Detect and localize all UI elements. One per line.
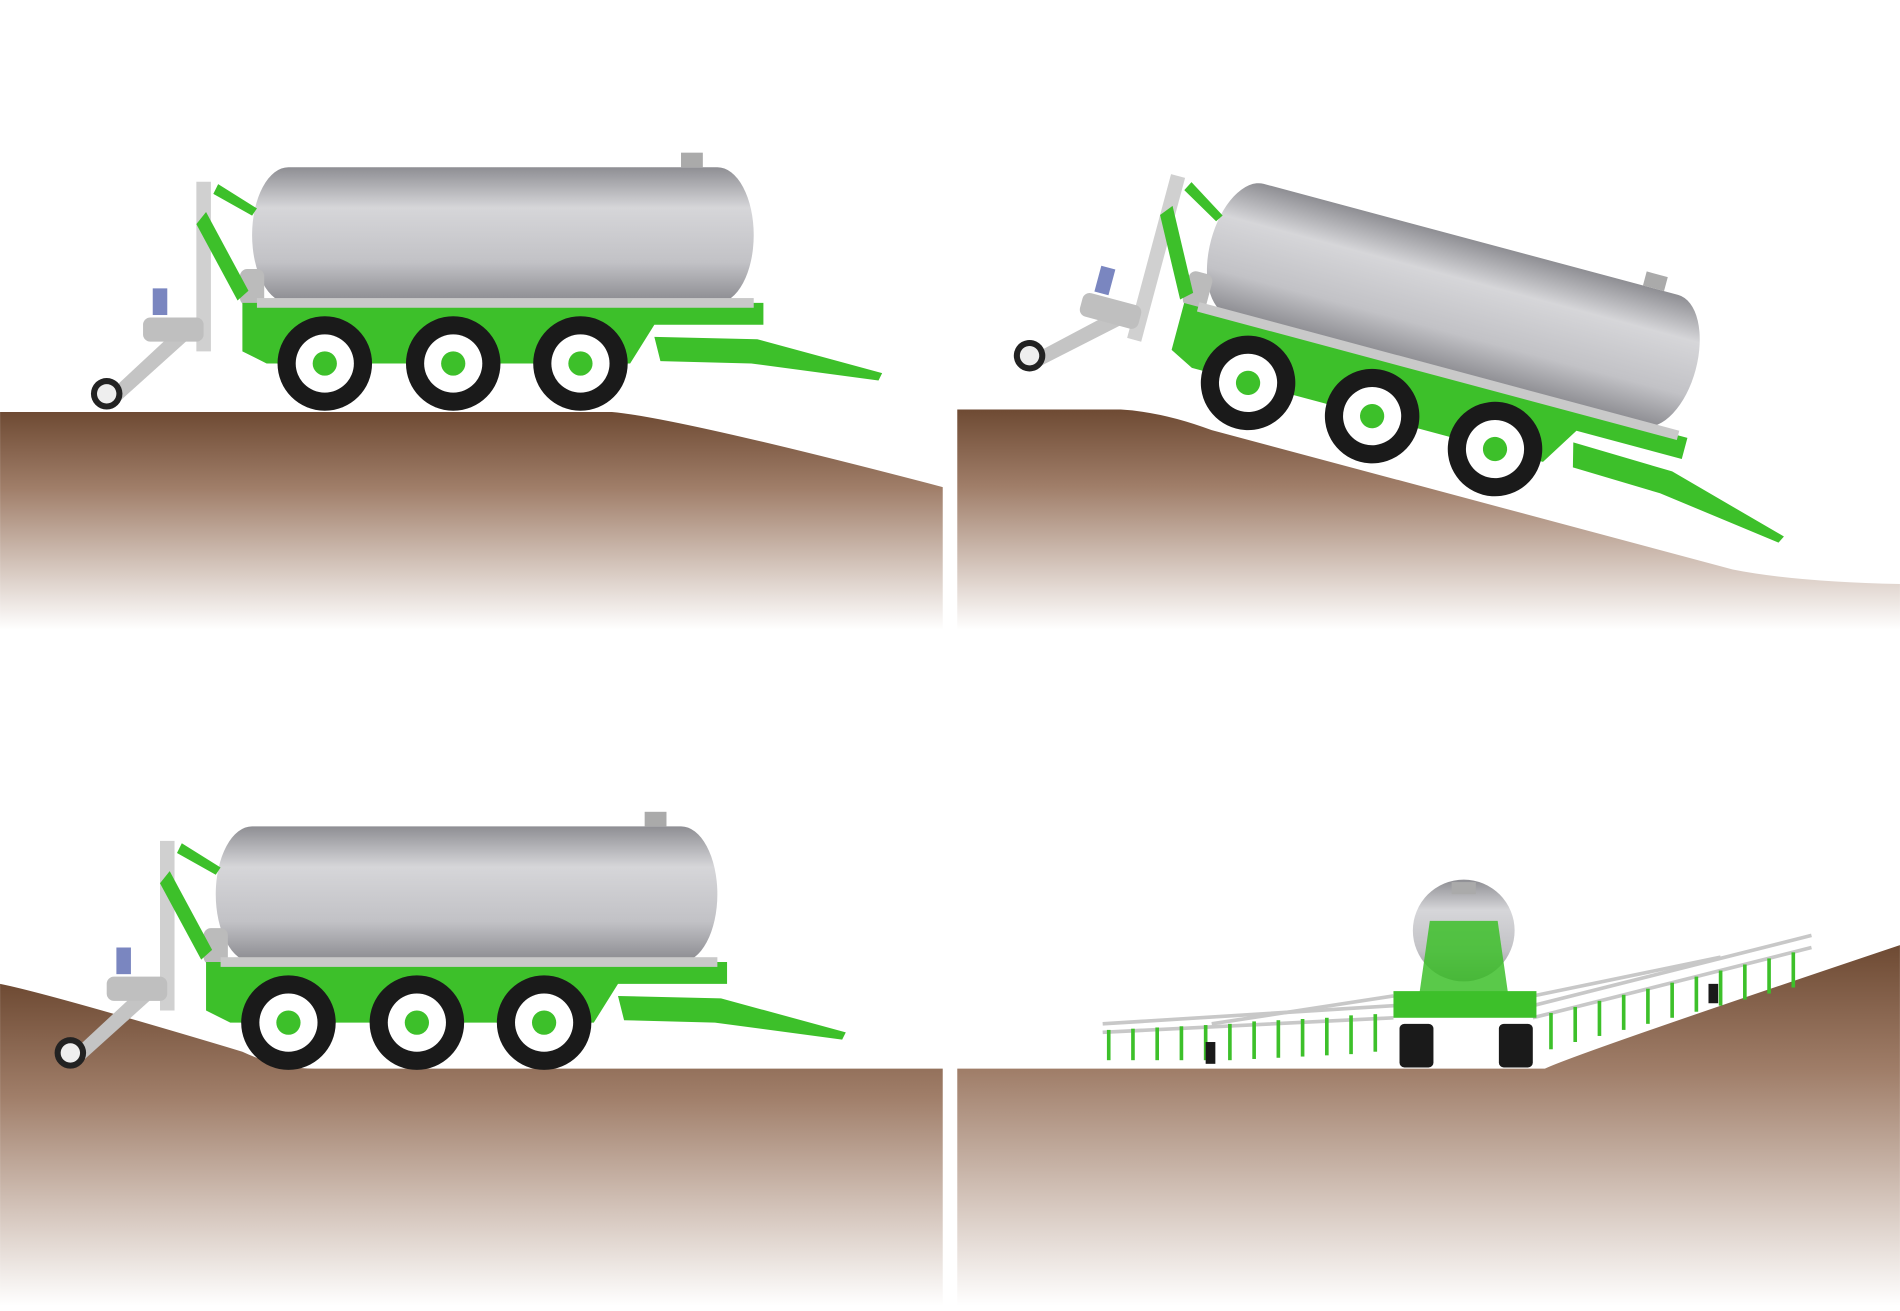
slurry-tanker-icon <box>90 152 883 411</box>
soil-ground <box>0 983 943 1307</box>
panel-boom-spreader-rear-view <box>957 879 1900 1307</box>
soil-ground <box>957 409 1900 631</box>
panel-tanker-valley <box>0 811 943 1307</box>
soil-ground <box>0 411 943 631</box>
panel-tanker-downhill-slope <box>957 118 1900 631</box>
boom-spreader-icon <box>1102 879 1812 1068</box>
soil-ground <box>957 945 1900 1307</box>
panel-tanker-hill-crest <box>0 152 943 631</box>
